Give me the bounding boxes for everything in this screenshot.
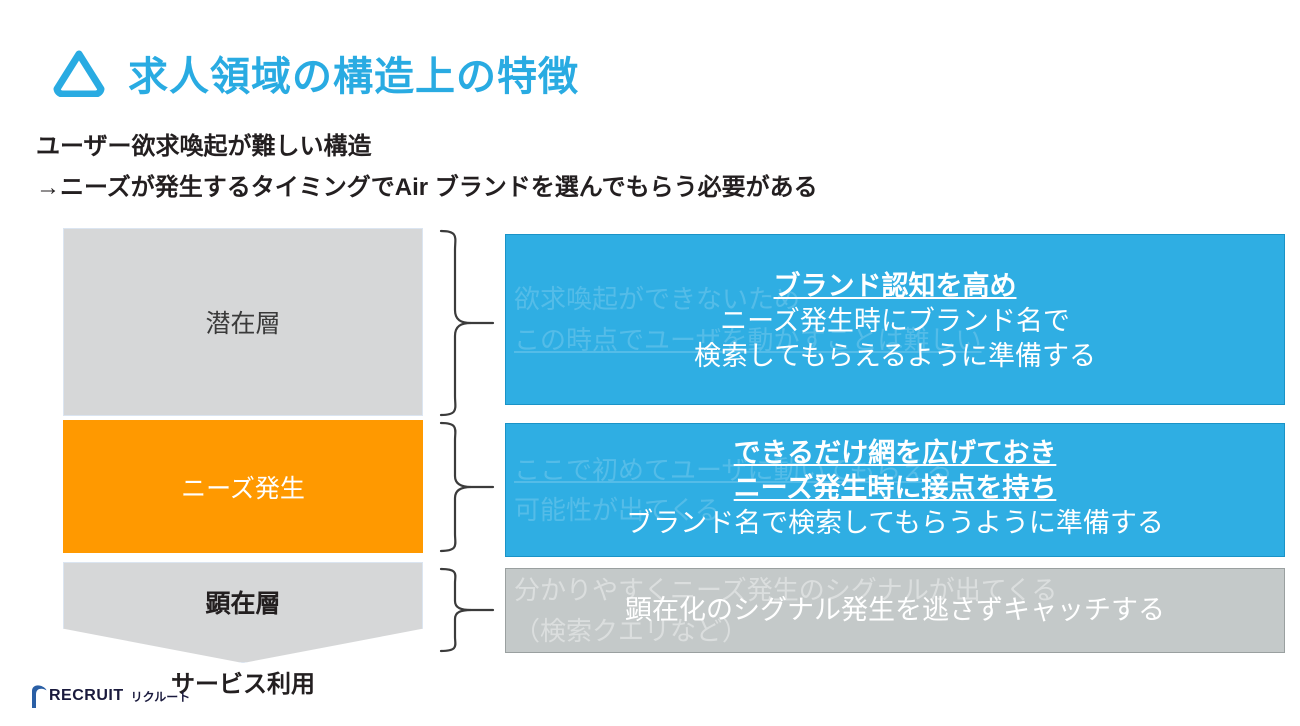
panel-visible: 分かりやすくニーズ発生のシグナルが出てくる （検索クエリなど） 顕在化のシグナル… (505, 568, 1285, 653)
recruit-logo: RECRUIT リクルート (30, 684, 190, 708)
funnel-bottom-label: サービス利用 (171, 671, 315, 698)
recruit-logo-word: RECRUIT (49, 687, 124, 704)
panel-line: できるだけ網を広げておき (733, 438, 1057, 468)
funnel-label-visible: 顕在層 (205, 589, 281, 618)
brace-needs-icon (439, 421, 495, 553)
panel-line: ブランド名で検索してもらうように準備する (626, 508, 1164, 539)
recruit-logo-kana: リクルート (130, 689, 191, 704)
lead-text-block: ユーザー欲求喚起が難しい構造 →ニーズが発生するタイミングでAir ブランドを選… (36, 130, 818, 206)
panel-line: 検索してもらえるように準備する (693, 341, 1097, 372)
slide-header: 求人領域の構造上の特徴 (52, 44, 579, 102)
brace-visible-icon (439, 567, 495, 653)
lead-line-1: ユーザー欲求喚起が難しい構造 (36, 133, 372, 160)
funnel-segment-visible: 顕在層 (63, 562, 423, 663)
panel-line: ニーズ発生時にブランド名で (720, 306, 1070, 337)
panel-line: 顕在化のシグナル発生を逃さずキャッチする (625, 594, 1165, 625)
panel-line: ニーズ発生時に接点を持ち (733, 473, 1057, 504)
funnel-segment-needs: ニーズ発生 (63, 420, 423, 553)
panel-potential: 欲求喚起ができないため この時点でユーザを動かすことは難しい ブランド認知を高め… (505, 234, 1285, 405)
funnel-label-needs: ニーズ発生 (181, 474, 305, 503)
recruit-mark-icon (32, 685, 47, 708)
panel-needs-text: できるだけ網を広げておき ニーズ発生時に接点を持ち ブランド名で検索してもらうよ… (506, 424, 1284, 556)
panel-needs: ここで初めてユーザに動いてもらえる 可能性が出てくる できるだけ網を広げておき … (505, 423, 1285, 557)
brace-potential-icon (439, 229, 495, 417)
lead-line-2: →ニーズが発生するタイミングでAir ブランドを選んでもらう必要がある (36, 173, 818, 201)
funnel-segment-potential: 潜在層 (63, 228, 423, 416)
page-title: 求人領域の構造上の特徴 (128, 55, 579, 99)
air-triangle-logo-icon (53, 50, 105, 97)
funnel-label-potential: 潜在層 (205, 310, 281, 338)
panel-visible-text: 顕在化のシグナル発生を逃さずキャッチする (506, 569, 1284, 652)
panel-potential-text: ブランド認知を高め ニーズ発生時にブランド名で 検索してもらえるように準備する (506, 235, 1284, 404)
panel-line: ブランド認知を高め (773, 271, 1017, 301)
